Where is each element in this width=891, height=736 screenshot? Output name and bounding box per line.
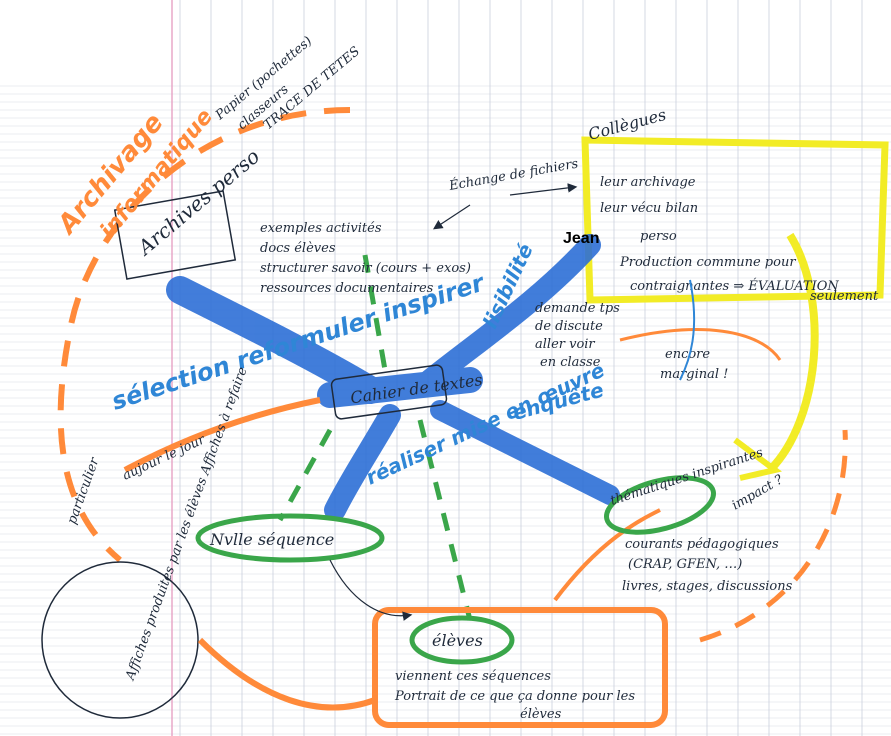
svg-text:en classe: en classe [540,355,601,370]
echange-arrow [509,183,578,196]
green-dashed-spokes [277,254,473,621]
svg-text:Portrait de ce que ça donne po: Portrait de ce que ça donne pour les [394,689,635,704]
demande-notes: demande tps de discute aller voir en cla… [535,301,620,370]
svg-text:demande tps: demande tps [535,301,620,316]
collegues-items: leur archivage leur vécu bilan perso Pro… [600,175,879,304]
orange-dashed-right [699,429,848,643]
arrow-sequence-eleves [329,559,413,621]
svg-text:leur archivage: leur archivage [600,175,696,190]
affiches-note: Affiches produites par les élèves Affich… [123,365,251,683]
svg-text:ressources documentaires: ressources documentaires [260,281,434,296]
svg-text:livres, stages, discussions: livres, stages, discussions [622,579,793,594]
encore-note: encore marginal ! [660,347,728,382]
nv-sequence-outline [195,513,385,563]
echange-arrow-left [432,204,471,230]
orange-dashed-loop [57,107,351,563]
orange-arrow-encore [619,328,782,361]
blue-branches [166,234,620,521]
svg-text:aller voir: aller voir [535,337,595,352]
svg-text:courants pédagogiques: courants pédagogiques [625,537,779,552]
svg-text:encore: encore [665,347,710,362]
svg-text:marginal !: marginal ! [660,367,728,382]
eleves-label: élèves [432,631,483,650]
svg-text:leur vécu bilan: leur vécu bilan [600,201,698,216]
orange-arrow-affiches [197,637,377,711]
svg-text:élèves: élèves [520,707,562,722]
eleves-items: viennent ces séquences Portrait de ce qu… [394,669,635,722]
orange-arrow-thematiques [553,508,661,602]
jean-label: Jean [563,230,599,247]
centre-node [330,364,448,420]
yellow-connector [767,232,819,473]
affiches-circle [41,561,199,719]
svg-text:Production commune pour: Production commune pour [619,255,796,270]
blue-thin-line [679,279,696,381]
nv-sequence-label: Nvlle séquence [209,530,334,549]
svg-text:perso: perso [640,229,677,244]
archives-item-list: exemples activités docs élèves structure… [260,221,471,296]
eleves-outline [409,615,515,665]
svg-text:contraignantes ⇒ ÉVALUATION: contraignantes ⇒ ÉVALUATION [630,278,839,294]
svg-text:docs élèves: docs élèves [260,241,336,256]
archives-box [113,190,237,280]
svg-text:structurer savoir (cours + exo: structurer savoir (cours + exos) [260,261,471,276]
thematiques-items: courants pédagogiques (CRAP, GFEN, …) li… [622,537,793,594]
svg-text:seulement: seulement [810,289,879,304]
svg-text:viennent ces séquences: viennent ces séquences [395,669,551,684]
aujour-note: aujour le jour [120,432,208,484]
yellow-arrowhead [733,437,782,481]
thematiques-outline [604,475,716,535]
eleves-box [372,607,668,728]
svg-text:(CRAP, GFEN, …): (CRAP, GFEN, …) [628,557,742,572]
collegues-frame [581,136,889,304]
svg-text:exemples activités: exemples activités [260,221,382,236]
svg-text:de discute: de discute [535,319,603,334]
orange-arrow-left [123,397,321,473]
